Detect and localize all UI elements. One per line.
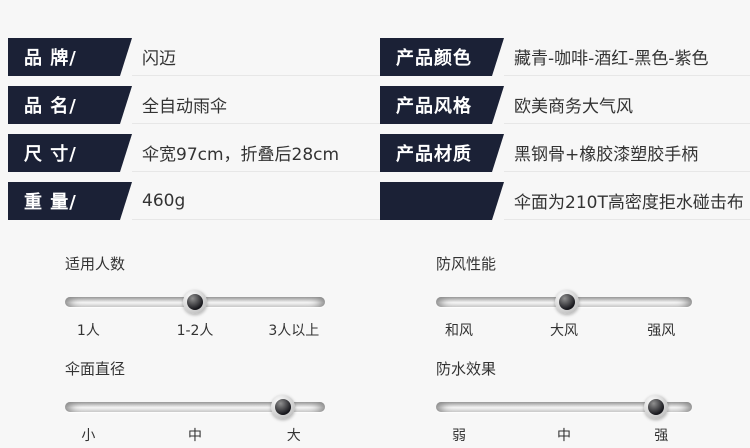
slider-knob[interactable] bbox=[271, 395, 296, 419]
tick-label: 1-2人 bbox=[176, 323, 214, 339]
style-value: 欧美商务大气风 bbox=[504, 86, 750, 124]
spec-table: 品 牌/ 闪迈 品 名/ 全自动雨伞 尺 寸/ 伞宽97cm，折叠后28cm 重… bbox=[0, 38, 750, 220]
spec-row-canopy-fabric: 伞面为210T高密度拒水碰击布 bbox=[380, 182, 750, 220]
spec-row-color: 产品颜色 藏青-咖啡-酒红-黑色-紫色 bbox=[380, 38, 750, 76]
material-label: 产品材质 bbox=[380, 134, 504, 172]
spec-column-left: 品 牌/ 闪迈 品 名/ 全自动雨伞 尺 寸/ 伞宽97cm，折叠后28cm 重… bbox=[8, 38, 380, 220]
slider-people-capacity: 适用人数 1人 1-2人 3人以上 bbox=[65, 253, 325, 339]
slider-title: 防水效果 bbox=[436, 360, 497, 378]
weight-value: 460g bbox=[132, 182, 380, 220]
size-value: 伞宽97cm，折叠后28cm bbox=[132, 134, 380, 172]
spec-column-right: 产品颜色 藏青-咖啡-酒红-黑色-紫色 产品风格 欧美商务大气风 产品材质 黑钢… bbox=[380, 38, 750, 220]
material-value: 黑钢骨+橡胶漆塑胶手柄 bbox=[504, 134, 750, 172]
canopy-fabric-label bbox=[380, 182, 504, 220]
rating-sliders: 适用人数 1人 1-2人 3人以上 防风性能 和风 大风 强风 伞面直径 bbox=[0, 253, 750, 444]
spec-row-size: 尺 寸/ 伞宽97cm，折叠后28cm bbox=[8, 134, 380, 172]
tick-label: 大 bbox=[286, 428, 301, 444]
slider-ticks: 小 中 大 bbox=[65, 425, 325, 444]
brand-value: 闪迈 bbox=[132, 38, 380, 76]
weight-label: 重 量/ bbox=[8, 182, 132, 220]
slider-title: 伞面直径 bbox=[65, 360, 126, 378]
product-name-value: 全自动雨伞 bbox=[132, 86, 380, 124]
tick-label: 和风 bbox=[445, 323, 474, 339]
slider-knob[interactable] bbox=[183, 290, 207, 314]
tick-label: 小 bbox=[81, 428, 96, 444]
slider-ticks: 1人 1-2人 3人以上 bbox=[65, 320, 325, 339]
slider-track[interactable] bbox=[436, 395, 692, 419]
slider-wind-resistance: 防风性能 和风 大风 强风 bbox=[436, 253, 692, 339]
slider-title: 适用人数 bbox=[65, 255, 126, 273]
canopy-fabric-value: 伞面为210T高密度拒水碰击布 bbox=[504, 182, 750, 220]
slider-track[interactable] bbox=[65, 290, 325, 314]
spec-row-weight: 重 量/ 460g bbox=[8, 182, 380, 220]
slider-track[interactable] bbox=[436, 290, 692, 314]
tick-label: 1人 bbox=[76, 323, 100, 339]
tick-label: 中 bbox=[188, 428, 202, 444]
tick-label: 3人以上 bbox=[268, 323, 320, 339]
slider-canopy-diameter: 伞面直径 小 中 大 bbox=[65, 358, 325, 444]
tick-label: 强风 bbox=[647, 323, 676, 339]
tick-label: 中 bbox=[557, 428, 571, 444]
slider-title: 防风性能 bbox=[436, 255, 497, 273]
spec-row-product-name: 品 名/ 全自动雨伞 bbox=[8, 86, 380, 124]
slider-knob[interactable] bbox=[644, 395, 669, 419]
style-label: 产品风格 bbox=[380, 86, 504, 124]
slider-knob[interactable] bbox=[554, 290, 579, 314]
size-label: 尺 寸/ bbox=[8, 134, 132, 172]
tick-label: 强 bbox=[654, 428, 669, 444]
product-name-label: 品 名/ bbox=[8, 86, 132, 124]
spec-row-brand: 品 牌/ 闪迈 bbox=[8, 38, 380, 76]
slider-track[interactable] bbox=[65, 395, 325, 419]
color-value: 藏青-咖啡-酒红-黑色-紫色 bbox=[504, 38, 750, 76]
brand-label: 品 牌/ bbox=[8, 38, 132, 76]
slider-waterproof-effect: 防水效果 弱 中 强 bbox=[436, 358, 692, 444]
tick-label: 弱 bbox=[452, 428, 467, 444]
slider-ticks: 弱 中 强 bbox=[436, 425, 692, 444]
color-label: 产品颜色 bbox=[380, 38, 504, 76]
slider-ticks: 和风 大风 强风 bbox=[436, 320, 692, 339]
spec-row-style: 产品风格 欧美商务大气风 bbox=[380, 86, 750, 124]
tick-label: 大风 bbox=[550, 323, 578, 339]
spec-row-material: 产品材质 黑钢骨+橡胶漆塑胶手柄 bbox=[380, 134, 750, 172]
